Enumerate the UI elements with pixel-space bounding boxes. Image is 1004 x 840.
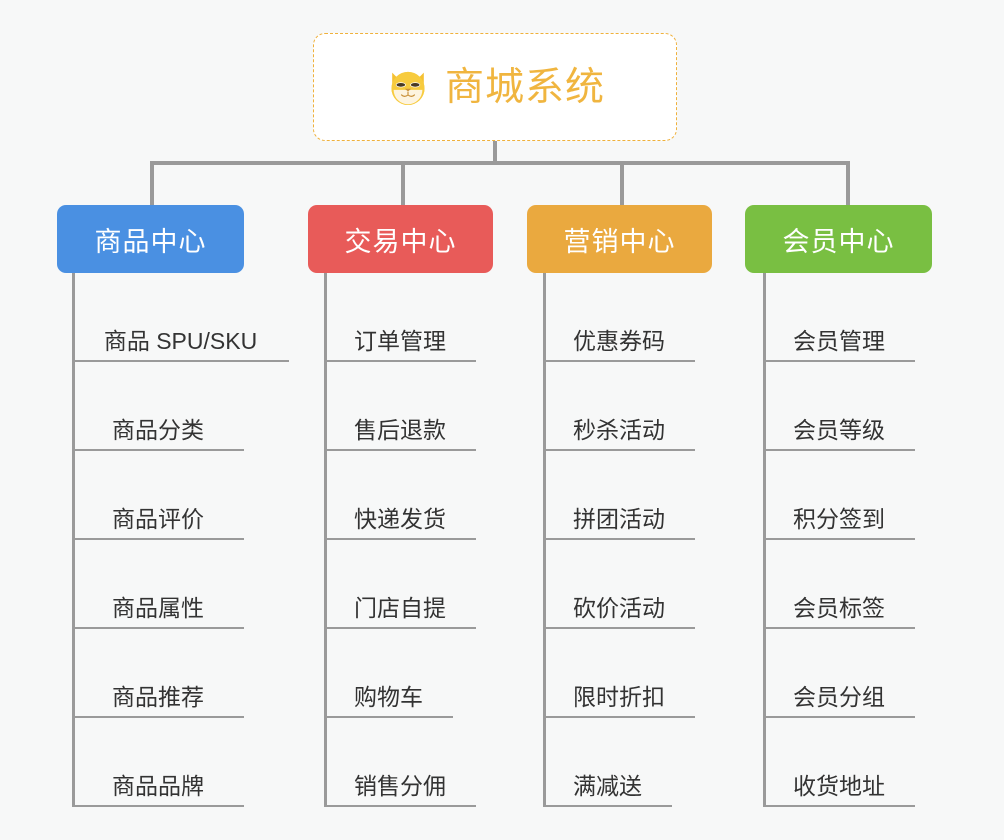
branch-column-marketing-center: 营销中心 优惠券码 秒杀活动 拼团活动 砍价活动 限时折扣 满减送 xyxy=(527,205,737,807)
leaf-label: 商品品牌 xyxy=(112,772,204,799)
leaf-item[interactable]: 商品 SPU/SKU xyxy=(72,273,289,362)
leaf-label: 秒杀活动 xyxy=(573,416,665,443)
leaf-label: 收货地址 xyxy=(793,772,885,799)
leaf-label: 商品推荐 xyxy=(112,683,204,710)
connector-root-stub xyxy=(493,141,497,164)
leaf-item[interactable]: 商品分类 xyxy=(72,362,244,451)
leaf-item[interactable]: 商品属性 xyxy=(72,540,244,629)
leaf-item[interactable]: 销售分佣 xyxy=(324,718,476,807)
leaf-label: 销售分佣 xyxy=(354,772,446,799)
leaf-item[interactable]: 商品评价 xyxy=(72,451,244,540)
leaf-label: 积分签到 xyxy=(793,505,885,532)
leaf-item[interactable]: 满减送 xyxy=(543,718,672,807)
category-header-trade-center[interactable]: 交易中心 xyxy=(308,205,493,273)
leaf-label: 商品评价 xyxy=(112,505,204,532)
category-label: 营销中心 xyxy=(563,226,676,257)
root-title: 商城系统 xyxy=(444,65,605,109)
leaf-item[interactable]: 优惠券码 xyxy=(543,273,695,362)
leaf-item[interactable]: 售后退款 xyxy=(324,362,476,451)
branch-column-product-center: 商品中心 商品 SPU/SKU 商品分类 商品评价 商品属性 商品推荐 商品品牌 xyxy=(57,205,302,807)
leaf-item[interactable]: 购物车 xyxy=(324,629,453,718)
category-header-member-center[interactable]: 会员中心 xyxy=(745,205,932,273)
leaf-item[interactable]: 拼团活动 xyxy=(543,451,695,540)
leaf-label: 会员标签 xyxy=(793,594,885,621)
leaf-label: 满减送 xyxy=(573,772,642,799)
leaf-item[interactable]: 会员分组 xyxy=(763,629,915,718)
leaf-label: 会员管理 xyxy=(793,327,885,354)
branch-spine xyxy=(72,273,75,807)
leaf-label: 商品分类 xyxy=(112,416,204,443)
leaf-label: 优惠券码 xyxy=(573,327,665,354)
leaf-label: 订单管理 xyxy=(354,327,446,354)
leaf-label: 购物车 xyxy=(354,683,423,710)
branch-spine xyxy=(763,273,766,807)
leaf-label: 砍价活动 xyxy=(573,594,665,621)
connector-horizontal-bus xyxy=(150,161,850,165)
category-label: 交易中心 xyxy=(344,226,457,257)
root-node[interactable]: 商城系统 xyxy=(313,33,677,141)
leaf-label: 拼团活动 xyxy=(573,505,665,532)
category-label: 会员中心 xyxy=(782,226,895,257)
leaf-label: 会员分组 xyxy=(793,683,885,710)
category-header-marketing-center[interactable]: 营销中心 xyxy=(527,205,712,273)
connector-drop-3 xyxy=(620,161,624,205)
leaf-item[interactable]: 门店自提 xyxy=(324,540,476,629)
connector-drop-4 xyxy=(846,161,850,205)
leaf-item[interactable]: 快递发货 xyxy=(324,451,476,540)
connector-drop-1 xyxy=(150,161,154,205)
leaf-label: 快递发货 xyxy=(354,505,446,532)
leaf-item[interactable]: 积分签到 xyxy=(763,451,915,540)
leaf-label: 商品 SPU/SKU xyxy=(103,327,258,354)
category-label: 商品中心 xyxy=(94,226,207,257)
leaf-item[interactable]: 商品品牌 xyxy=(72,718,244,807)
leaf-item[interactable]: 会员等级 xyxy=(763,362,915,451)
branch-spine xyxy=(543,273,546,807)
leaf-label: 会员等级 xyxy=(793,416,885,443)
leaf-label: 限时折扣 xyxy=(573,683,665,710)
category-header-product-center[interactable]: 商品中心 xyxy=(57,205,244,273)
leaf-item[interactable]: 订单管理 xyxy=(324,273,476,362)
shiba-dog-face-icon xyxy=(391,71,425,105)
leaf-label: 售后退款 xyxy=(354,416,446,443)
leaf-item[interactable]: 限时折扣 xyxy=(543,629,695,718)
leaf-item[interactable]: 会员管理 xyxy=(763,273,915,362)
leaf-label: 门店自提 xyxy=(354,594,446,621)
branch-column-trade-center: 交易中心 订单管理 售后退款 快递发货 门店自提 购物车 销售分佣 xyxy=(308,205,518,807)
branch-spine xyxy=(324,273,327,807)
leaf-label: 商品属性 xyxy=(112,594,204,621)
leaf-item[interactable]: 砍价活动 xyxy=(543,540,695,629)
leaf-item[interactable]: 商品推荐 xyxy=(72,629,244,718)
leaf-item[interactable]: 会员标签 xyxy=(763,540,915,629)
leaf-item[interactable]: 收货地址 xyxy=(763,718,915,807)
connector-drop-2 xyxy=(401,161,405,205)
branch-column-member-center: 会员中心 会员管理 会员等级 积分签到 会员标签 会员分组 收货地址 xyxy=(745,205,955,807)
leaf-item[interactable]: 秒杀活动 xyxy=(543,362,695,451)
